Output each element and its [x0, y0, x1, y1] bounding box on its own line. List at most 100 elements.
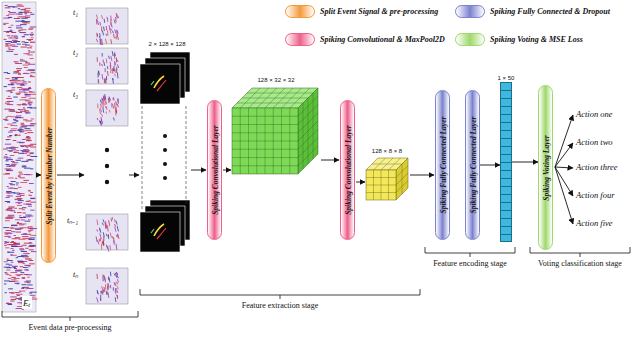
event-dash — [30, 74, 32, 76]
event-mark — [102, 286, 104, 291]
legend-item: Spiking Voting & MSE Loss — [455, 33, 583, 46]
event-mark — [99, 229, 100, 231]
event-dash — [14, 188, 18, 190]
event-dash — [31, 32, 33, 34]
dashed-guides — [142, 106, 186, 210]
event-dash — [18, 129, 23, 131]
event-dash — [8, 187, 15, 189]
event-mark — [111, 56, 112, 61]
flow-arrows — [36, 115, 573, 224]
event-dash — [19, 193, 22, 195]
event-dash — [25, 129, 32, 131]
event-dash — [30, 41, 35, 43]
event-dash — [10, 300, 14, 302]
event-dash — [23, 286, 29, 288]
event-dash — [12, 87, 16, 89]
event-dash — [28, 39, 31, 41]
event-dash — [20, 182, 27, 184]
event-mark — [116, 221, 117, 225]
event-mark — [108, 246, 109, 252]
event-dash — [11, 35, 18, 37]
event-mark — [106, 17, 108, 20]
event-dash — [8, 13, 15, 15]
event-mark — [117, 73, 119, 79]
event-dash — [8, 304, 13, 306]
event-mark — [114, 61, 115, 66]
dimension: 128 × 32 × 32 — [257, 77, 294, 83]
time-step: t₂ — [73, 48, 78, 57]
layer-name: Spiking Fully Connected Layer — [468, 117, 477, 214]
event-dash — [27, 132, 33, 134]
event-dash — [6, 15, 9, 17]
event-dash — [19, 291, 21, 293]
event-dash — [15, 63, 22, 65]
event-mark — [99, 62, 100, 66]
event-dash — [24, 34, 29, 36]
event-dash — [9, 110, 16, 112]
event-mark — [107, 71, 109, 76]
event-dash — [13, 151, 19, 153]
event-dash — [8, 90, 11, 92]
event-dash — [16, 79, 20, 81]
event-mark — [116, 57, 117, 62]
event-dash — [24, 269, 28, 271]
event-dash — [18, 186, 21, 188]
event-dash — [11, 181, 16, 183]
event-dash — [29, 33, 34, 35]
event-dash — [26, 136, 29, 138]
time-step: tₙ₋₁ — [67, 214, 78, 225]
event-dash — [5, 78, 9, 80]
event-mark — [103, 100, 104, 105]
event-dash — [16, 308, 22, 310]
event-mark — [100, 108, 101, 113]
event-mark — [97, 290, 98, 294]
event-dash — [5, 45, 12, 47]
event-dash — [30, 143, 36, 145]
event-dash — [14, 18, 21, 20]
event-mark — [105, 39, 106, 44]
event-dash — [8, 131, 13, 133]
event-dash — [12, 77, 18, 79]
event-dash — [17, 87, 22, 89]
event-dash — [14, 268, 17, 270]
event-dash — [16, 196, 21, 198]
event-dash — [3, 22, 9, 24]
event-dash — [13, 72, 17, 74]
event-dash — [15, 61, 19, 63]
event-dash — [9, 292, 14, 294]
event-dash — [30, 13, 34, 15]
event-dash — [30, 228, 37, 230]
event-dash — [5, 119, 9, 121]
event-dash — [29, 91, 35, 93]
event-mark — [109, 278, 110, 283]
event-mark — [117, 295, 119, 299]
event-dash — [16, 68, 22, 70]
event-dash — [11, 41, 17, 43]
event-dash — [5, 220, 10, 222]
legend-swatch — [455, 33, 485, 46]
event-dash — [10, 125, 15, 127]
event-dash — [11, 146, 16, 148]
event-mark — [106, 59, 108, 64]
event-mark — [116, 273, 118, 276]
event-dash — [10, 80, 16, 82]
event-dash — [5, 218, 12, 220]
event-dash — [7, 251, 14, 253]
event-dash — [25, 44, 30, 46]
event-dash — [10, 248, 13, 250]
event-dash — [8, 47, 11, 49]
event-dash — [19, 217, 26, 219]
event-mark — [111, 28, 112, 30]
event-dash — [24, 110, 29, 112]
event-mark — [110, 16, 112, 21]
event-dash — [22, 166, 27, 168]
spike-trace — [157, 80, 166, 91]
event-dash — [25, 128, 31, 130]
event-dash — [28, 190, 31, 192]
event-dash — [24, 261, 27, 263]
event-mark — [100, 100, 101, 104]
event-mark — [104, 19, 106, 23]
event-dash — [17, 295, 20, 297]
event-dash — [31, 198, 35, 200]
event-dash — [31, 37, 34, 39]
